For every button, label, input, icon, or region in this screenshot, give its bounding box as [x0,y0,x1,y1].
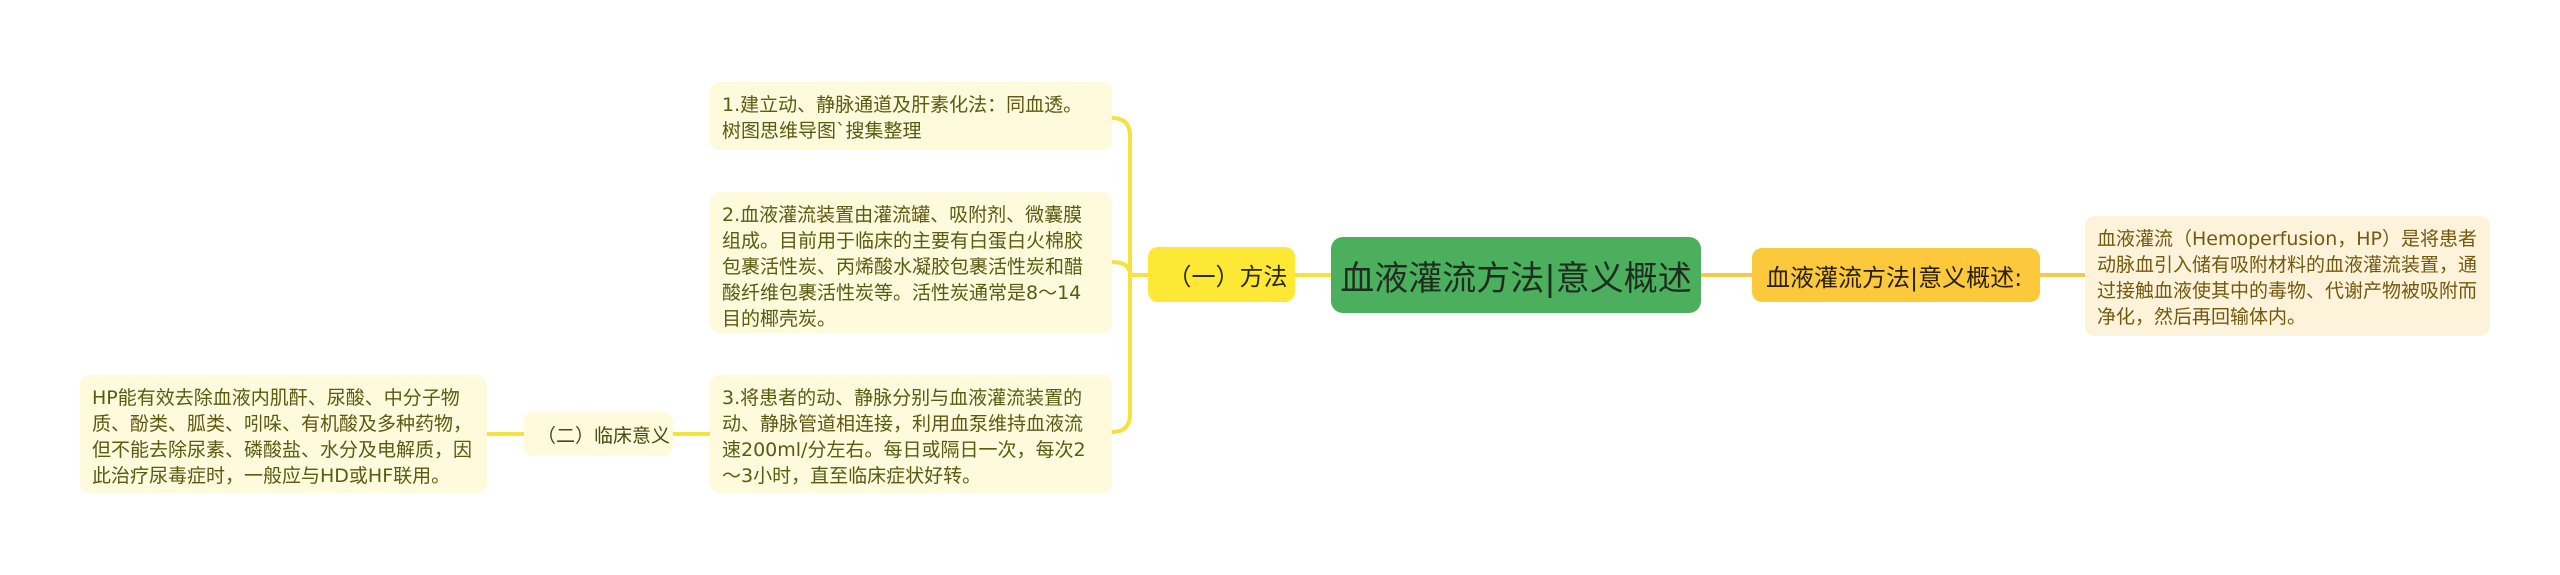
leaf-method-3[interactable]: 3.将患者的动、静脉分别与血液灌流装置的动、静脉管道相连接，利用血泵维持血液流速… [710,375,1112,493]
leaf-definition-text: 血液灌流（Hemoperfusion，HP）是将患者动脉血引入储有吸附材料的血液… [2097,228,2478,328]
branch-clinical-significance-label: （二）临床意义 [536,424,670,447]
branch-overview-label: 血液灌流方法|意义概述: [1766,263,2023,292]
branch-method-label: （一）方法 [1167,263,1288,291]
root-node[interactable]: 血液灌流方法|意义概述 [1331,237,1701,313]
root-label: 血液灌流方法|意义概述 [1340,258,1692,299]
leaf-method-2-text: 2.血液灌流装置由灌流罐、吸附剂、微囊膜组成。目前用于临床的主要有白蛋白火棉胶包… [722,204,1084,330]
leaf-clinical-significance-text: HP能有效去除血液内肌酐、尿酸、中分子物质、酚类、胍类、吲哚、有机酸及多种药物，… [92,387,473,487]
branch-clinical-significance[interactable]: （二）临床意义 [524,412,673,456]
branch-overview[interactable]: 血液灌流方法|意义概述: [1752,248,2040,302]
leaf-method-3-text: 3.将患者的动、静脉分别与血液灌流装置的动、静脉管道相连接，利用血泵维持血液流速… [722,387,1086,487]
leaf-definition[interactable]: 血液灌流（Hemoperfusion，HP）是将患者动脉血引入储有吸附材料的血液… [2085,216,2490,336]
branch-method[interactable]: （一）方法 [1148,247,1295,302]
leaf-method-2[interactable]: 2.血液灌流装置由灌流罐、吸附剂、微囊膜组成。目前用于临床的主要有白蛋白火棉胶包… [710,192,1112,333]
leaf-method-1[interactable]: 1.建立动、静脉通道及肝素化法：同血透。树图思维导图`搜集整理 [710,82,1112,150]
leaf-clinical-significance[interactable]: HP能有效去除血液内肌酐、尿酸、中分子物质、酚类、胍类、吲哚、有机酸及多种药物，… [80,375,487,493]
leaf-method-1-text: 1.建立动、静脉通道及肝素化法：同血透。树图思维导图`搜集整理 [722,94,1083,142]
